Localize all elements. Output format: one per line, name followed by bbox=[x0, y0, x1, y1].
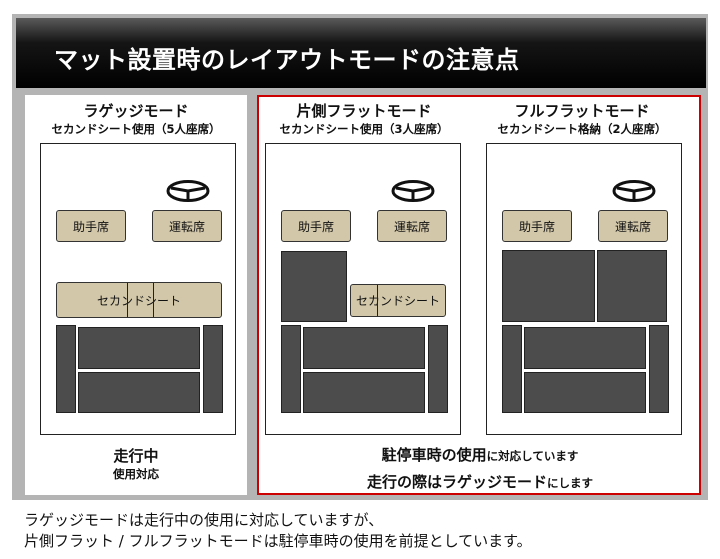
luggage-mode-subtitle: セカンドシート使用（5人座席） bbox=[51, 122, 221, 136]
second-seat-label: セカンドシート bbox=[355, 294, 440, 308]
steering-wheel-icon bbox=[612, 180, 656, 202]
rear-mat-lower bbox=[78, 372, 200, 413]
side-mat-left bbox=[281, 325, 301, 413]
rear-mat-lower bbox=[524, 372, 646, 413]
second-seat-label: セカンドシート bbox=[96, 293, 181, 308]
second-seat-split-line bbox=[127, 283, 128, 317]
header-bar: マット設置時のレイアウトモードの注意点 bbox=[16, 18, 706, 88]
second-seat-split-line bbox=[377, 285, 378, 316]
full-flat-mode-title: フルフラットモード bbox=[514, 102, 650, 120]
half-flat-mode-title: 片側フラットモード bbox=[296, 102, 432, 120]
page-title: マット設置時のレイアウトモードの注意点 bbox=[54, 46, 520, 74]
luggage-mode-car-layout: 助手席 運転席 セカンドシート bbox=[40, 143, 236, 435]
side-mat-left bbox=[502, 325, 522, 413]
flat-note-line1-bold: 駐停車時の使用 bbox=[381, 446, 487, 464]
side-mat-right bbox=[649, 325, 669, 413]
passenger-seat: 助手席 bbox=[281, 210, 351, 242]
second-seat-split-line bbox=[153, 283, 154, 317]
full-flat-mode-car-layout: 助手席 運転席 bbox=[486, 143, 682, 435]
passenger-seat: 助手席 bbox=[56, 210, 126, 242]
second-seat: セカンドシート bbox=[56, 282, 222, 318]
flat-note-line1: 駐停車時の使用に対応しています bbox=[260, 444, 700, 465]
half-flat-mode-car-layout: 助手席 運転席 セカンドシート bbox=[265, 143, 461, 435]
flat-mat-left bbox=[502, 250, 595, 322]
flat-mat-left bbox=[281, 251, 347, 322]
flat-mat-right bbox=[597, 250, 667, 322]
luggage-note-main: 走行中 bbox=[113, 447, 159, 465]
flat-note-line2-bold: 走行の際はラゲッジモード bbox=[366, 473, 547, 491]
driver-seat: 運転席 bbox=[598, 210, 668, 242]
second-seat: セカンドシート bbox=[350, 284, 446, 317]
passenger-seat: 助手席 bbox=[502, 210, 572, 242]
flat-note-line1-rest: に対応しています bbox=[486, 449, 579, 463]
rear-mat-upper bbox=[78, 327, 200, 369]
caption-line1: ラゲッジモードは走行中の使用に対応していますが、 bbox=[24, 511, 384, 529]
caption-line2: 片側フラット / フルフラットモードは駐停車時の使用を前提としています。 bbox=[24, 532, 532, 550]
flat-note-line2-rest: にします bbox=[547, 476, 593, 490]
rear-mat-upper bbox=[524, 327, 646, 369]
luggage-mode-title: ラゲッジモード bbox=[83, 102, 189, 120]
luggage-note-sub: 使用対応 bbox=[113, 467, 159, 481]
flat-note-line2: 走行の際はラゲッジモードにします bbox=[260, 471, 700, 492]
driver-seat: 運転席 bbox=[377, 210, 447, 242]
side-mat-right bbox=[203, 325, 223, 413]
side-mat-right bbox=[428, 325, 448, 413]
half-flat-mode-subtitle: セカンドシート使用（3人座席） bbox=[279, 122, 449, 136]
rear-mat-upper bbox=[303, 327, 425, 369]
side-mat-left bbox=[56, 325, 76, 413]
rear-mat-lower bbox=[303, 372, 425, 413]
steering-wheel-icon bbox=[166, 180, 210, 202]
steering-wheel-icon bbox=[391, 180, 435, 202]
driver-seat: 運転席 bbox=[152, 210, 222, 242]
full-flat-mode-subtitle: セカンドシート格納（2人座席） bbox=[497, 122, 667, 136]
